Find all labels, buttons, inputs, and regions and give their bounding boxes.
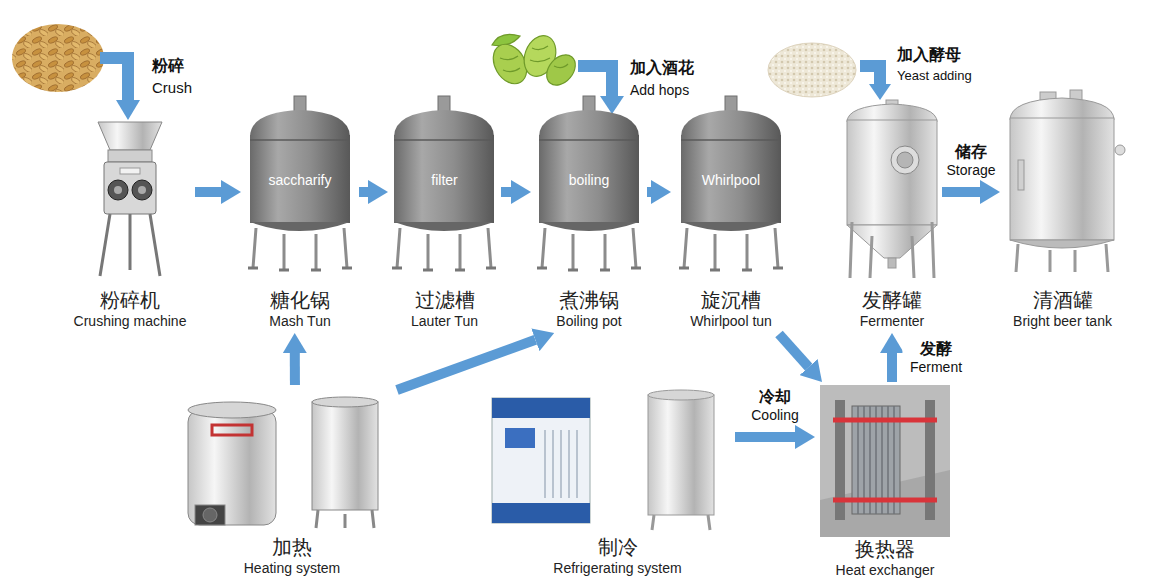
caption-english: Fermenter — [860, 312, 925, 330]
bright-beer-tank: 清酒罐Bright beer tank — [1000, 88, 1125, 330]
caption-chinese: 发酵罐 — [862, 288, 922, 312]
picture-area: Whirlpool — [671, 88, 791, 288]
heating-system: 加热Heating system — [187, 385, 397, 577]
step-label: Yeast adding — [897, 68, 972, 83]
caption-chinese: 制冷 — [598, 535, 638, 559]
refrigerating-system: 制冷Refrigerating system — [500, 385, 735, 577]
tank-label: saccharify — [241, 172, 359, 189]
fermenter: 发酵罐Fermenter — [842, 88, 942, 330]
flow-arrow — [501, 187, 511, 197]
tank-label: filter — [388, 172, 501, 189]
step-label: Add hops — [630, 82, 689, 98]
tank-label: boiling — [531, 172, 647, 189]
caption-english: Mash Tun — [269, 312, 330, 330]
picture-area — [842, 88, 942, 288]
caption-chinese: 加热 — [272, 535, 312, 559]
caption-chinese: 粉碎机 — [100, 288, 160, 312]
caption-english: Boiling pot — [556, 312, 621, 330]
picture-area — [187, 385, 397, 535]
caption-chinese: 清酒罐 — [1033, 288, 1093, 312]
picture-area — [815, 382, 955, 537]
edge-label: 冷却 Cooling — [743, 387, 807, 425]
whirlpool-tun: Whirlpool 旋沉槽Whirlpool tun — [671, 88, 791, 330]
caption-english: Refrigerating system — [553, 559, 681, 577]
tank-label: Whirlpool — [671, 172, 791, 189]
caption-english: Whirlpool tun — [690, 312, 772, 330]
heat-exchanger: 换热器Heat exchanger — [815, 382, 955, 579]
step-label: 加入酵母 — [897, 45, 961, 66]
caption-english: Bright beer tank — [1013, 312, 1112, 330]
picture-area — [500, 385, 735, 535]
mash-tun: saccharify 糖化锅Mash Tun — [241, 88, 359, 330]
caption-chinese: 旋沉槽 — [701, 288, 761, 312]
boiling-pot: boiling 煮沸锅Boiling pot — [531, 88, 647, 330]
flow-arrow — [647, 187, 651, 197]
edge-label: 储存 Storage — [939, 142, 1003, 180]
caption-english: Lauter Tun — [411, 312, 478, 330]
step-label: 加入酒花 — [630, 58, 694, 79]
edge-label: 发酵 Ferment — [902, 339, 969, 377]
lauter-tun: filter 过滤槽Lauter Tun — [388, 88, 501, 330]
flow-arrow — [195, 187, 221, 197]
caption-chinese: 糖化锅 — [270, 288, 330, 312]
caption-chinese: 换热器 — [855, 537, 915, 561]
step-label: 粉碎 — [152, 56, 184, 77]
flow-arrow — [887, 353, 897, 382]
picture-area — [1000, 88, 1125, 288]
caption-english: Crushing machine — [74, 312, 187, 330]
flow-arrow — [290, 353, 300, 385]
caption-english: Heating system — [244, 559, 340, 577]
flow-arrow — [779, 334, 809, 367]
picture-area — [65, 88, 195, 288]
caption-english: Heat exchanger — [836, 561, 935, 579]
flow-arrow — [735, 432, 795, 442]
crushing-machine: 粉碎机Crushing machine — [65, 88, 195, 330]
flow-arrow — [397, 340, 535, 390]
caption-chinese: 过滤槽 — [415, 288, 475, 312]
flow-arrow — [942, 187, 980, 197]
picture-area: boiling — [531, 88, 647, 288]
picture-area: saccharify — [241, 88, 359, 288]
picture-area: filter — [388, 88, 501, 288]
flow-arrow — [359, 187, 368, 197]
caption-chinese: 煮沸锅 — [559, 288, 619, 312]
step-label: Crush — [152, 79, 192, 96]
